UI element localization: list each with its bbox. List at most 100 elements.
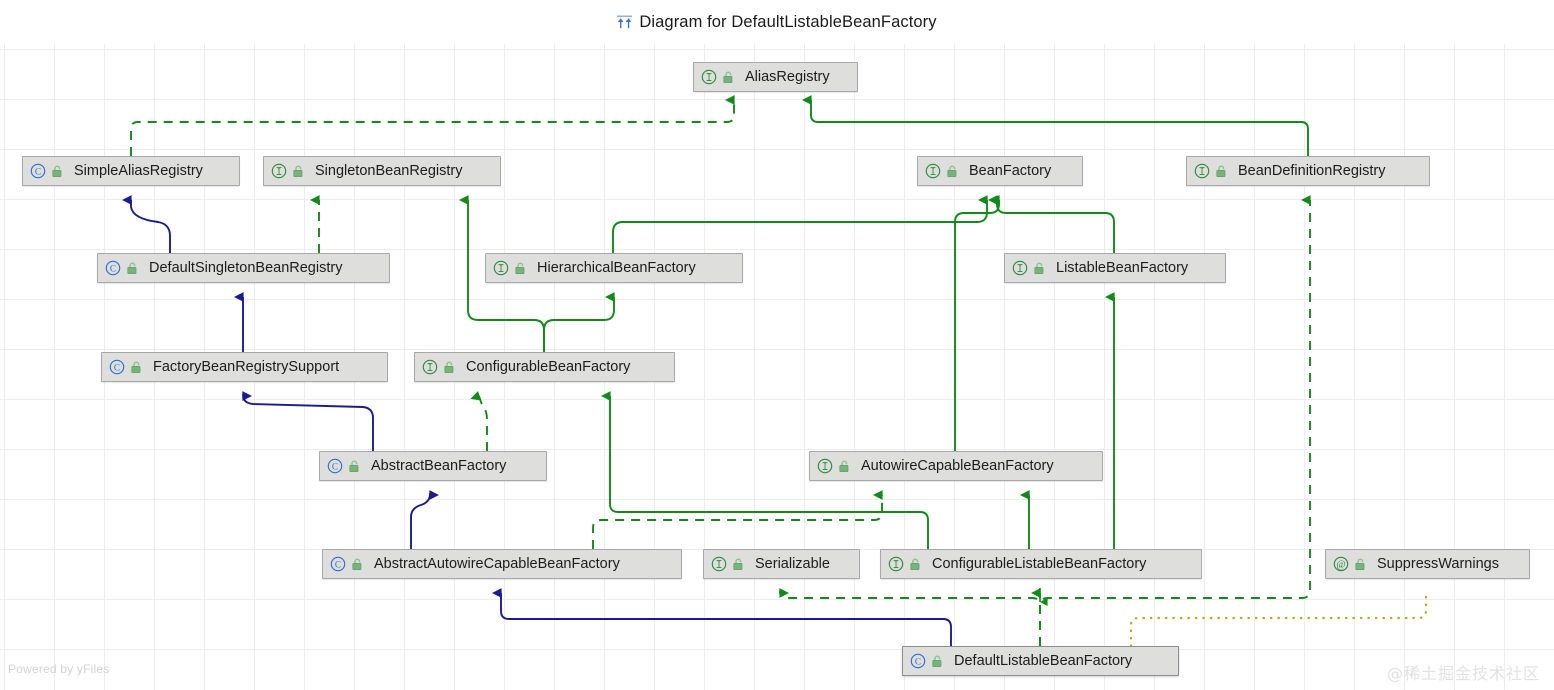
public-lock-icon xyxy=(839,459,849,472)
public-lock-icon xyxy=(910,557,920,570)
interface-kind-icon: I xyxy=(925,163,941,179)
node-label: BeanDefinitionRegistry xyxy=(1238,162,1386,179)
svg-text:C: C xyxy=(332,461,338,471)
node-listablebeanfactory[interactable]: I ListableBeanFactory xyxy=(1004,253,1226,283)
svg-text:I: I xyxy=(428,362,431,372)
interface-kind-icon: I xyxy=(422,359,438,375)
node-label: FactoryBeanRegistrySupport xyxy=(153,358,340,375)
edge-defaultlistablebeanfactory-suppresswarnings xyxy=(1129,591,1428,648)
public-lock-icon xyxy=(1216,164,1226,177)
hierarchy-top-icon xyxy=(617,15,633,29)
annotation-kind-icon: @ xyxy=(1333,556,1349,572)
svg-text:I: I xyxy=(717,559,720,569)
edge-defaultlistablebeanfactory-abstractautowirecapablebeanfactory xyxy=(491,588,952,646)
node-beandefinitionregistry[interactable]: I BeanDefinitionRegistry xyxy=(1186,156,1430,186)
class-kind-icon: C xyxy=(910,653,926,669)
edge-simplealiasregistry-aliasregistry xyxy=(130,95,735,156)
edge-listablebeanfactory-beanfactory xyxy=(987,195,1115,253)
node-hierarchicalbeanfactory[interactable]: I HierarchicalBeanFactory xyxy=(485,253,743,283)
svg-text:I: I xyxy=(707,72,710,82)
node-aliasregistry[interactable]: I AliasRegistry xyxy=(693,62,858,92)
node-label: ConfigurableListableBeanFactory xyxy=(932,555,1147,572)
interface-kind-icon: I xyxy=(1012,260,1028,276)
node-label: HierarchicalBeanFactory xyxy=(537,259,696,276)
node-configurablelistablebeanfactory[interactable]: I ConfigurableListableBeanFactory xyxy=(880,549,1202,579)
yfiles-credit: Powered by yFiles xyxy=(8,662,110,676)
diagram-title-bar: Diagram for DefaultListableBeanFactory xyxy=(0,0,1554,44)
public-lock-icon xyxy=(723,70,733,83)
node-label: SimpleAliasRegistry xyxy=(74,162,203,179)
public-lock-icon xyxy=(515,261,525,274)
class-kind-icon: C xyxy=(105,260,121,276)
node-label: SuppressWarnings xyxy=(1377,555,1499,572)
svg-text:I: I xyxy=(499,263,502,273)
site-watermark: @稀土掘金技术社区 xyxy=(1386,664,1540,683)
svg-text:@: @ xyxy=(1336,560,1345,571)
public-lock-icon xyxy=(947,164,957,177)
public-lock-icon xyxy=(293,164,303,177)
svg-text:I: I xyxy=(894,559,897,569)
svg-text:C: C xyxy=(110,263,116,273)
edge-beandefinitionregistry-aliasregistry xyxy=(801,95,1309,156)
public-lock-icon xyxy=(52,164,62,177)
node-defaultlistablebeanfactory[interactable]: C DefaultListableBeanFactory xyxy=(902,646,1179,676)
svg-text:I: I xyxy=(823,461,826,471)
node-label: ConfigurableBeanFactory xyxy=(466,358,631,375)
svg-text:C: C xyxy=(114,362,120,372)
edge-abstractautowirecapablebeanfactory-abstractbeanfactory xyxy=(410,490,440,549)
interface-kind-icon: I xyxy=(493,260,509,276)
svg-text:C: C xyxy=(915,656,921,666)
node-factorybeanregistrysupport[interactable]: C FactoryBeanRegistrySupport xyxy=(101,352,388,382)
interface-kind-icon: I xyxy=(1194,163,1210,179)
node-label: AbstractAutowireCapableBeanFactory xyxy=(374,555,620,572)
svg-text:C: C xyxy=(35,166,41,176)
interface-kind-icon: I xyxy=(817,458,833,474)
public-lock-icon xyxy=(131,360,141,373)
edge-configurablelistablebeanfactory-configurablebeanfactory xyxy=(600,391,929,549)
edge-hierarchicalbeanfactory-beanfactory xyxy=(612,195,988,253)
node-singletonbeanregistry[interactable]: I SingletonBeanRegistry xyxy=(263,156,501,186)
class-kind-icon: C xyxy=(327,458,343,474)
node-simplealiasregistry[interactable]: C SimpleAliasRegistry xyxy=(22,156,240,186)
edge-defaultsingletonbeanregistry-simplealiasregistry xyxy=(121,195,171,253)
node-label: AliasRegistry xyxy=(745,68,830,85)
svg-text:I: I xyxy=(277,166,280,176)
node-label: SingletonBeanRegistry xyxy=(315,162,463,179)
page-title: Diagram for DefaultListableBeanFactory xyxy=(639,12,937,31)
edge-configurablebeanfactory-hierarchicalbeanfactory xyxy=(543,292,615,352)
edge-defaultlistablebeanfactory-serializable xyxy=(779,588,1041,646)
edge-abstractbeanfactory-factorybeanregistrysupport xyxy=(242,391,374,451)
interface-kind-icon: I xyxy=(888,556,904,572)
node-suppresswarnings[interactable]: @ SuppressWarnings xyxy=(1325,549,1530,579)
node-abstractautowirecapablebeanfactory[interactable]: C AbstractAutowireCapableBeanFactory xyxy=(322,549,682,579)
node-label: ListableBeanFactory xyxy=(1056,259,1189,276)
node-defaultsingletonbeanregistry[interactable]: C DefaultSingletonBeanRegistry xyxy=(97,253,390,283)
svg-text:C: C xyxy=(335,559,341,569)
edge-defaultlistablebeanfactory-beandefinitionregistry xyxy=(1039,195,1311,646)
node-label: BeanFactory xyxy=(969,162,1052,179)
edge-abstractbeanfactory-configurablebeanfactory xyxy=(470,391,488,451)
node-label: DefaultSingletonBeanRegistry xyxy=(149,259,343,276)
public-lock-icon xyxy=(127,261,137,274)
node-label: DefaultListableBeanFactory xyxy=(954,652,1133,669)
interface-kind-icon: I xyxy=(711,556,727,572)
edge-autowirecapablebeanfactory-beanfactory xyxy=(954,195,1000,451)
edge-abstractautowirecapablebeanfactory-autowirecapablebeanfactory xyxy=(592,490,883,549)
interface-kind-icon: I xyxy=(271,163,287,179)
node-beanfactory[interactable]: I BeanFactory xyxy=(917,156,1083,186)
interface-kind-icon: I xyxy=(701,69,717,85)
svg-text:I: I xyxy=(1200,166,1203,176)
public-lock-icon xyxy=(932,654,942,667)
class-kind-icon: C xyxy=(30,163,46,179)
svg-text:I: I xyxy=(931,166,934,176)
public-lock-icon xyxy=(352,557,362,570)
node-configurablebeanfactory[interactable]: I ConfigurableBeanFactory xyxy=(414,352,675,382)
svg-text:I: I xyxy=(1018,263,1021,273)
public-lock-icon xyxy=(349,459,359,472)
public-lock-icon xyxy=(1034,261,1044,274)
